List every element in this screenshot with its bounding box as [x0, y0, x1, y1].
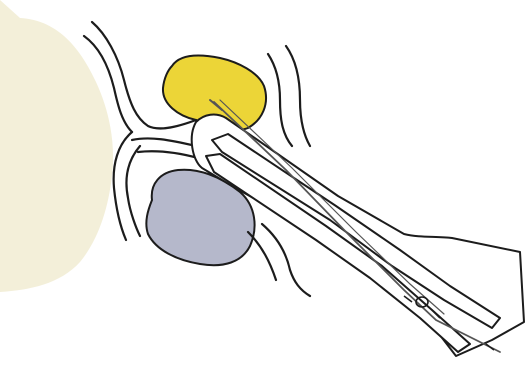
outline-right-lower [262, 224, 310, 296]
outline-lower-branch-1 [114, 132, 132, 240]
outline-mid-horizontal-2 [138, 151, 198, 158]
bone-mass [0, 0, 113, 292]
device-mark-3 [486, 344, 494, 350]
outline-lower-branch-2 [127, 146, 141, 236]
outline-right-upper-2 [286, 46, 310, 146]
outline-right-upper [268, 54, 292, 146]
